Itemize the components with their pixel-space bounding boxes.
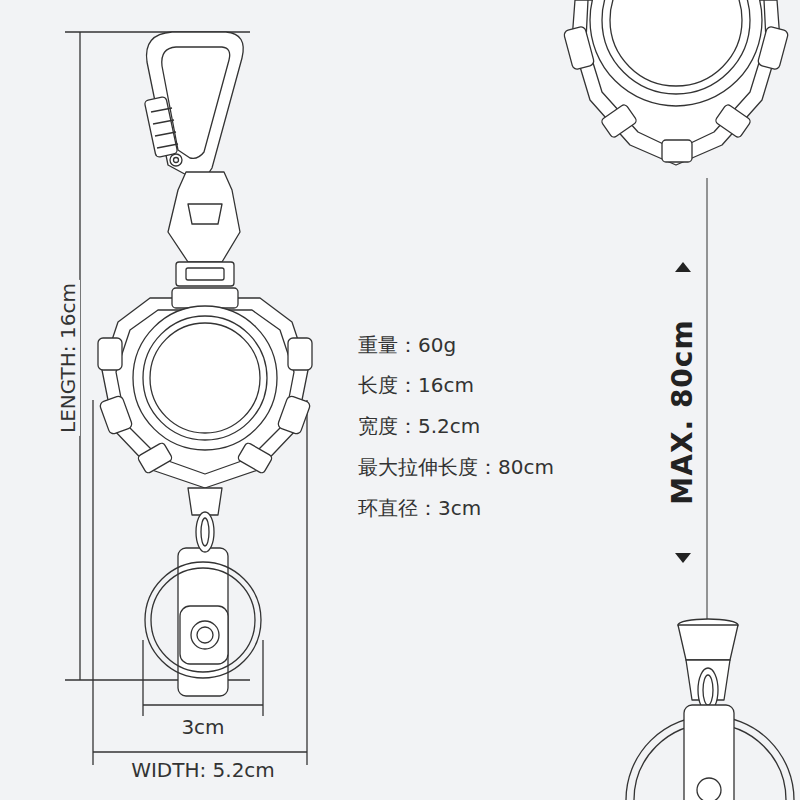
cord-end <box>626 619 794 800</box>
cord <box>707 178 708 622</box>
spec-text: 宽度：5.2cm <box>355 414 483 438</box>
dimension-line <box>92 400 93 765</box>
dimension-label: MAX. 80cm <box>666 316 700 507</box>
dimension-label: LENGTH: 16cm <box>56 280 80 436</box>
reel-detail <box>563 0 789 165</box>
dimension-line <box>306 400 307 765</box>
spec-text: 最大拉伸长度：80cm <box>355 455 557 479</box>
carabiner <box>144 32 243 178</box>
dimension-line <box>143 704 263 705</box>
key-ring <box>145 488 261 696</box>
spec-text: 重量：60g <box>355 333 459 357</box>
dimension-label: WIDTH: 5.2cm <box>128 758 278 782</box>
spec-text: 环直径：3cm <box>355 496 484 520</box>
dimension-line <box>93 751 307 752</box>
arrow-head <box>675 553 691 563</box>
dimension-label: 3cm <box>178 715 227 739</box>
reel-body <box>98 288 312 488</box>
spec-text: 长度：16cm <box>355 373 477 397</box>
swivel <box>168 172 240 286</box>
arrow-head <box>675 262 691 272</box>
